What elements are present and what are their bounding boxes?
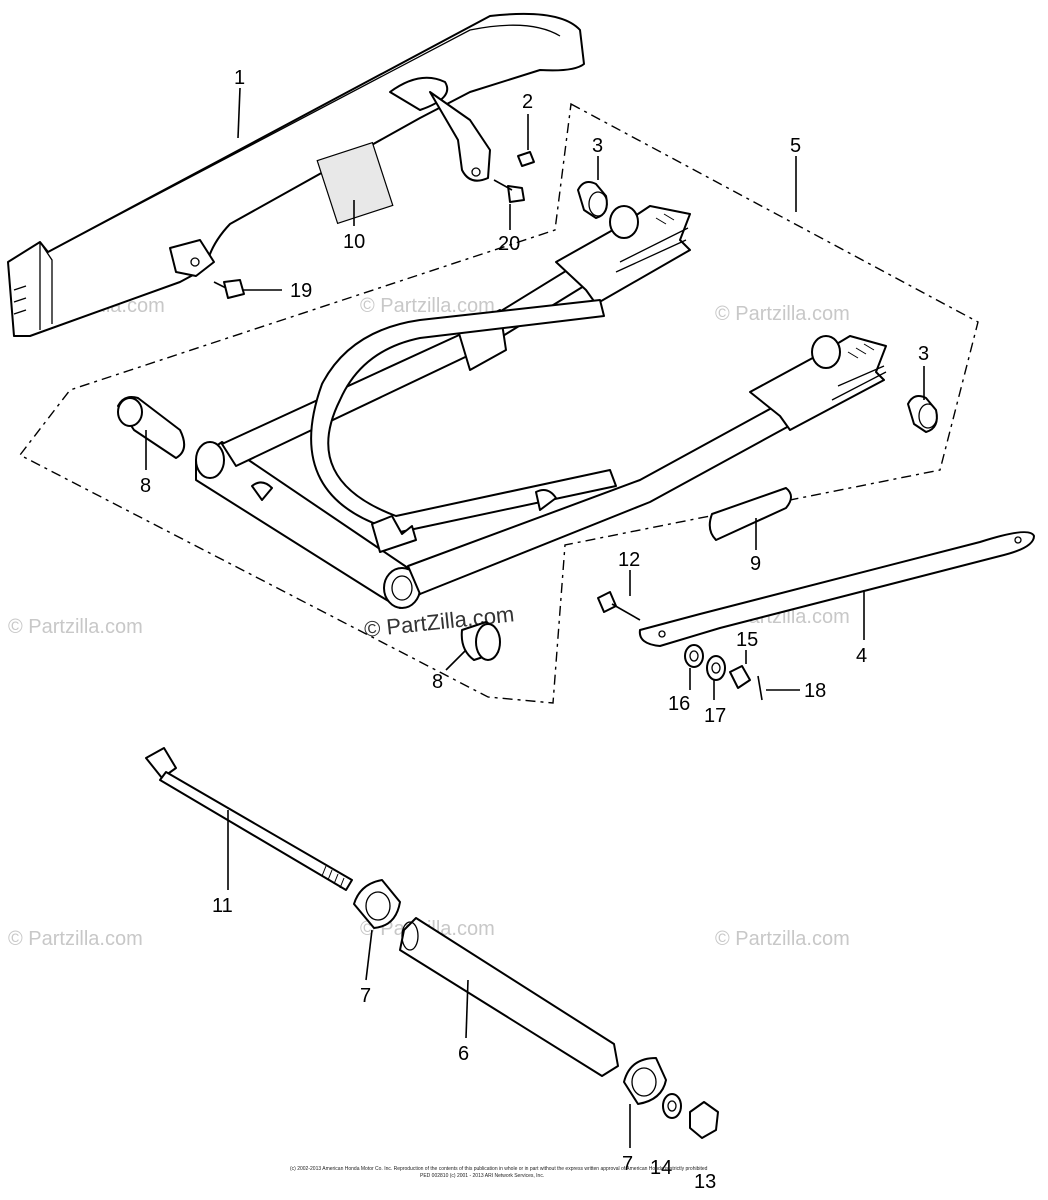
- watermark: © Partzilla.com: [715, 303, 850, 325]
- bolt-20: [493, 179, 525, 203]
- callout-17: 17: [704, 705, 726, 727]
- watermark: © Partzilla.com: [8, 928, 143, 950]
- callout-7: 7: [360, 985, 371, 1007]
- copyright-line: PED 002810 (c) 2001 - 2013 ARI Network S…: [420, 1173, 544, 1179]
- copyright-line: (c) 2002-2013 American Honda Motor Co. I…: [290, 1166, 708, 1172]
- nut-13: [689, 1101, 719, 1139]
- callout-4: 4: [856, 645, 867, 667]
- footer-copyright: (c) 2002-2013 American Honda Motor Co. I…: [290, 1166, 708, 1179]
- bearing-7-lower: [623, 1057, 667, 1105]
- washer-16: [684, 644, 704, 668]
- pin-18: [757, 675, 763, 701]
- callout-19: 19: [290, 280, 312, 302]
- chain-case: [7, 12, 585, 337]
- bolt-12: [597, 591, 641, 621]
- assembly-boundary: [18, 102, 979, 704]
- screw-19: [213, 279, 245, 299]
- bearing-7-upper: [353, 879, 401, 929]
- callout-6: 6: [458, 1043, 469, 1065]
- collar-8-right: [460, 621, 501, 661]
- washer-17: [706, 655, 726, 681]
- watermark: © Partzilla.com: [715, 928, 850, 950]
- callout-14: 14: [650, 1157, 672, 1179]
- nut-2: [517, 151, 535, 167]
- callout-8: 8: [432, 671, 443, 693]
- bushing-3-upper: [577, 181, 608, 219]
- callout-1: 1: [234, 67, 245, 89]
- label-sticker: [316, 141, 394, 225]
- callout-11: 11: [212, 895, 233, 917]
- watermark: © Partzilla.com: [8, 616, 143, 638]
- callout-3: 3: [592, 135, 603, 157]
- callout-7: 7: [622, 1153, 633, 1175]
- callout-15: 15: [736, 629, 758, 651]
- callout-2: 2: [522, 91, 533, 113]
- swingarm: [195, 205, 887, 609]
- callout-3: 3: [918, 343, 929, 365]
- callout-9: 9: [750, 553, 761, 575]
- leader-lines: [145, 87, 925, 1148]
- nut-15: [729, 665, 751, 689]
- bushing-3-lower: [907, 395, 938, 433]
- collar-8-left: [117, 396, 186, 459]
- washer-14: [662, 1093, 682, 1119]
- torque-link-4: [638, 531, 1035, 647]
- watermark: © Partzilla.com: [360, 295, 495, 317]
- callout-13: 13: [694, 1171, 716, 1193]
- sleeve-9: [708, 487, 792, 541]
- callout-labels: 1 2 3 5 10 20 19 8 3 9 12 4 15 18 16 17 …: [140, 67, 929, 1193]
- callout-18: 18: [804, 680, 826, 702]
- callout-12: 12: [618, 549, 640, 571]
- pivot-shaft-6: [399, 917, 619, 1077]
- callout-5: 5: [790, 135, 801, 157]
- callout-8: 8: [140, 475, 151, 497]
- pivot-bolt-11: [145, 747, 353, 891]
- callout-10: 10: [343, 231, 365, 253]
- callout-20: 20: [498, 233, 520, 255]
- callout-16: 16: [668, 693, 690, 715]
